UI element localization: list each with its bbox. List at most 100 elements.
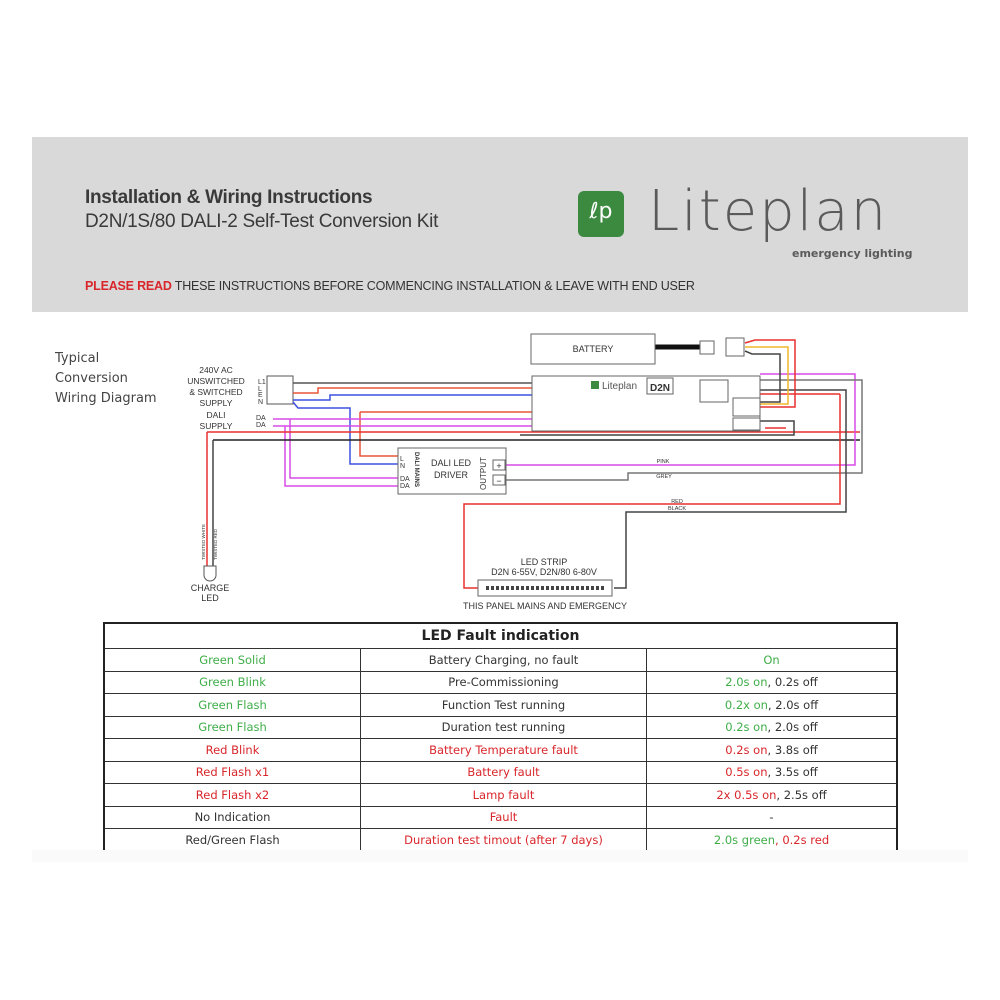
charge-led-icon	[203, 565, 217, 582]
logo-mark: ℓp	[589, 199, 613, 224]
timing-primary: 0.2s on	[725, 742, 768, 757]
logo-tagline: emergency lighting	[792, 247, 913, 260]
document-title: Installation & Wiring Instructions	[85, 187, 373, 208]
meaning-cell: Pre-Commissioning	[360, 670, 647, 694]
timing-cell: 2.0s green, 0.2s red	[646, 828, 898, 852]
terminal-label: L1	[258, 379, 266, 386]
timing-cell: On	[646, 648, 898, 672]
timing-primary: 2x 0.5s on	[716, 787, 777, 802]
meaning-cell: Fault	[360, 805, 647, 829]
wire-label-grey: GREY	[656, 474, 672, 480]
timing-secondary: , 0.2s red	[775, 832, 830, 847]
dali-supply-label: DALI	[207, 410, 226, 420]
terminal-label: E	[258, 392, 263, 399]
caption-line: Wiring Diagram	[55, 391, 157, 406]
timing-primary: 0.2x on	[724, 697, 768, 712]
driver-input: L	[400, 456, 404, 463]
caption-line: Typical	[55, 351, 100, 366]
output-minus-terminal	[492, 474, 506, 486]
meaning-cell: Battery Temperature fault	[360, 738, 647, 762]
meaning-cell: Function Test running	[360, 693, 647, 717]
timing-secondary: , 2.0s off	[767, 697, 819, 712]
dali-terminal-label: DA	[256, 422, 266, 429]
module-brand: Liteplan	[602, 381, 637, 392]
timing-cell: 0.2s on, 2.0s off	[646, 715, 898, 739]
meaning-cell: Battery fault	[360, 760, 647, 784]
header-banner: Installation & Wiring Instructions D2N/1…	[32, 137, 968, 312]
indication-cell: Green Flash	[103, 693, 361, 717]
wire-label-pink: PINK	[657, 459, 670, 465]
caption-line: Conversion	[55, 371, 128, 386]
panel-note: THIS PANEL MAINS AND EMERGENCY	[463, 601, 627, 611]
output-plus-terminal	[492, 459, 506, 471]
timing-secondary: , 3.8s off	[767, 742, 818, 757]
relay-block	[699, 379, 729, 403]
indication-cell: Red Flash x1	[103, 760, 361, 784]
indication-cell: Red Blink	[103, 738, 361, 762]
supply-label: SUPPLY	[200, 398, 233, 408]
indication-cell: Green Solid	[103, 648, 361, 672]
timing-cell: 0.2s on, 3.8s off	[646, 738, 898, 762]
driver-input: DA	[400, 476, 410, 483]
wiring-diagram: 240V AC UNSWITCHED & SWITCHED SUPPLY DAL…	[187, 333, 863, 611]
driver-input: N	[400, 463, 405, 470]
table-title: LED Fault indication	[103, 622, 898, 649]
timing-cell: 0.2x on, 2.0s off	[646, 693, 898, 717]
timing-cell: 2x 0.5s on, 2.5s off	[646, 783, 898, 807]
timing-secondary: , 3.5s off	[767, 765, 818, 780]
terminal-label: L	[258, 386, 262, 393]
battery-connector	[699, 340, 715, 355]
timing-cell: -	[646, 805, 898, 829]
indication-cell: Green Blink	[103, 670, 361, 694]
terminal-label: N	[258, 399, 263, 406]
supply-label: UNSWITCHED	[187, 376, 245, 386]
timing-primary: 0.5s on	[725, 765, 768, 780]
timing-primary: 2.0s green	[713, 832, 776, 847]
indication-cell: Red/Green Flash	[103, 828, 361, 852]
notice-text: THESE INSTRUCTIONS BEFORE COMMENCING INS…	[171, 279, 695, 293]
timing-primary: 2.0s on	[725, 675, 768, 690]
charge-wire-label: TWISTED WHITE	[201, 524, 206, 560]
driver-label: DRIVER	[434, 470, 469, 480]
led-strip-voltage: D2N 6-55V, D2N/80 6-80V	[491, 567, 597, 577]
indication-cell: Red Flash x2	[103, 783, 361, 807]
battery-label: BATTERY	[573, 344, 614, 354]
charge-led-label: LED	[201, 593, 219, 603]
dali-terminal-label: DA	[256, 415, 266, 422]
notice-highlight: PLEASE READ	[85, 279, 172, 293]
timing-cell: 2.0s on, 0.2s off	[646, 670, 898, 694]
led-strip	[477, 579, 613, 597]
charge-led-label: CHARGE	[191, 583, 230, 593]
output-minus: −	[496, 476, 501, 486]
driver-input: DA	[400, 483, 410, 490]
diagram-caption: Typical Conversion Wiring Diagram	[55, 349, 157, 409]
wire-label-red: RED	[671, 499, 683, 505]
footer-band	[32, 850, 968, 862]
timing-primary: -	[769, 810, 774, 825]
meaning-cell: Battery Charging, no fault	[360, 648, 647, 672]
wire-label-black: BLACK	[668, 506, 686, 512]
logo-wordmark: Liteplan	[648, 179, 889, 244]
dali-supply-label: SUPPLY	[200, 421, 233, 431]
timing-cell: 0.5s on, 3.5s off	[646, 760, 898, 784]
document-subtitle: D2N/1S/80 DALI-2 Self-Test Conversion Ki…	[85, 211, 439, 232]
driver-label: DALI LED	[431, 458, 472, 468]
read-notice: PLEASE READ THESE INSTRUCTIONS BEFORE CO…	[85, 279, 695, 293]
supply-label: & SWITCHED	[189, 387, 242, 397]
dali-led-driver	[397, 447, 507, 495]
driver-output-label: OUTPUT	[479, 457, 488, 490]
module-logo-icon	[591, 381, 599, 389]
timing-secondary: , 2.0s off	[767, 720, 818, 735]
liteplan-logo-icon: ℓp	[578, 191, 624, 237]
output-plus: +	[496, 461, 501, 471]
led-indicator-terminal	[732, 417, 761, 431]
timing-secondary: , 2.5s off	[776, 787, 827, 802]
